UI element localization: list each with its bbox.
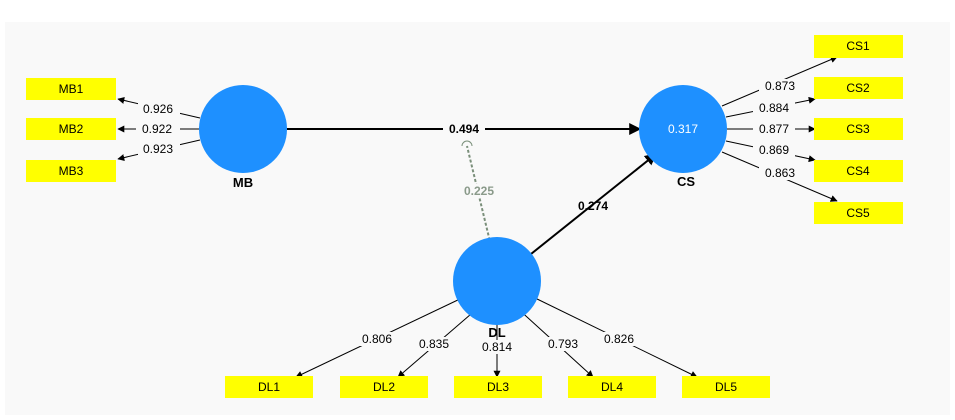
indicator-cs2[interactable]: CS2 — [814, 77, 903, 99]
indicator-cs5[interactable]: CS5 — [814, 202, 903, 224]
dl-loadings: 0.806 0.835 0.814 0.793 0.826 — [295, 296, 698, 378]
indicator-mb1-label: MB1 — [59, 82, 84, 96]
loading-dl1: 0.806 — [362, 332, 392, 346]
construct-cs-r2: 0.317 — [668, 122, 698, 136]
indicator-dl3[interactable]: DL3 — [454, 376, 542, 398]
cs-loadings: 0.873 0.884 0.877 0.869 0.863 — [721, 56, 838, 202]
indicator-dl1-label: DL1 — [258, 380, 280, 394]
construct-cs-label: CS — [677, 174, 695, 189]
mb-indicators: MB1 MB2 MB3 — [26, 78, 116, 182]
dl-indicators: DL1 DL2 DL3 DL4 DL5 — [225, 376, 770, 398]
indicator-cs3[interactable]: CS3 — [814, 118, 903, 140]
indicator-cs3-label: CS3 — [846, 122, 870, 136]
coef-moderation: 0.225 — [464, 184, 494, 198]
path-dl-cs — [525, 153, 657, 259]
construct-mb[interactable]: MB — [199, 85, 287, 190]
loading-dl3: 0.814 — [482, 340, 512, 354]
indicator-mb3-label: MB3 — [59, 164, 84, 178]
loading-cs5: 0.863 — [765, 166, 795, 180]
indicator-dl3-label: DL3 — [487, 380, 509, 394]
moderation-arrowhead — [461, 140, 473, 147]
indicator-mb2-label: MB2 — [59, 122, 84, 136]
loading-dl2: 0.835 — [419, 337, 449, 351]
indicator-cs4-label: CS4 — [846, 164, 870, 178]
loading-mb3: 0.923 — [143, 142, 173, 156]
indicator-cs5-label: CS5 — [846, 206, 870, 220]
indicator-mb2[interactable]: MB2 — [26, 118, 116, 140]
indicator-cs4[interactable]: CS4 — [814, 160, 903, 182]
indicator-dl2[interactable]: DL2 — [340, 376, 428, 398]
indicator-mb3[interactable]: MB3 — [26, 160, 116, 182]
construct-cs[interactable]: 0.317 CS — [639, 85, 727, 189]
structural-paths: 0.494 0.274 0.225 — [287, 122, 657, 259]
indicator-cs1-label: CS1 — [846, 39, 870, 53]
loading-dl5: 0.826 — [604, 332, 634, 346]
construct-dl-label: DL — [488, 325, 505, 340]
indicator-dl4-label: DL4 — [601, 380, 623, 394]
indicator-dl5-label: DL5 — [715, 380, 737, 394]
moderation-path — [466, 145, 493, 251]
indicator-dl4[interactable]: DL4 — [568, 376, 656, 398]
indicator-cs1[interactable]: CS1 — [814, 35, 903, 58]
cs-indicators: CS1 CS2 CS3 CS4 CS5 — [814, 35, 903, 224]
indicator-dl2-label: DL2 — [373, 380, 395, 394]
loading-mb1: 0.926 — [143, 102, 173, 116]
indicator-cs2-label: CS2 — [846, 81, 870, 95]
loading-dl4: 0.793 — [548, 337, 578, 351]
coef-dl-cs: 0.274 — [578, 199, 608, 213]
diagram-background — [5, 22, 950, 415]
loading-cs4: 0.869 — [759, 143, 789, 157]
construct-dl[interactable]: DL — [453, 237, 541, 340]
indicator-mb1[interactable]: MB1 — [26, 78, 116, 100]
mb-loadings: 0.926 0.922 0.923 — [117, 97, 201, 161]
loading-cs2: 0.884 — [759, 101, 789, 115]
indicator-dl1[interactable]: DL1 — [225, 376, 313, 398]
loading-mb2: 0.922 — [142, 122, 172, 136]
coef-mb-cs: 0.494 — [449, 122, 479, 136]
loading-cs3: 0.877 — [759, 122, 789, 136]
indicator-dl5[interactable]: DL5 — [682, 376, 770, 398]
construct-mb-label: MB — [233, 175, 253, 190]
loading-cs1: 0.873 — [765, 79, 795, 93]
